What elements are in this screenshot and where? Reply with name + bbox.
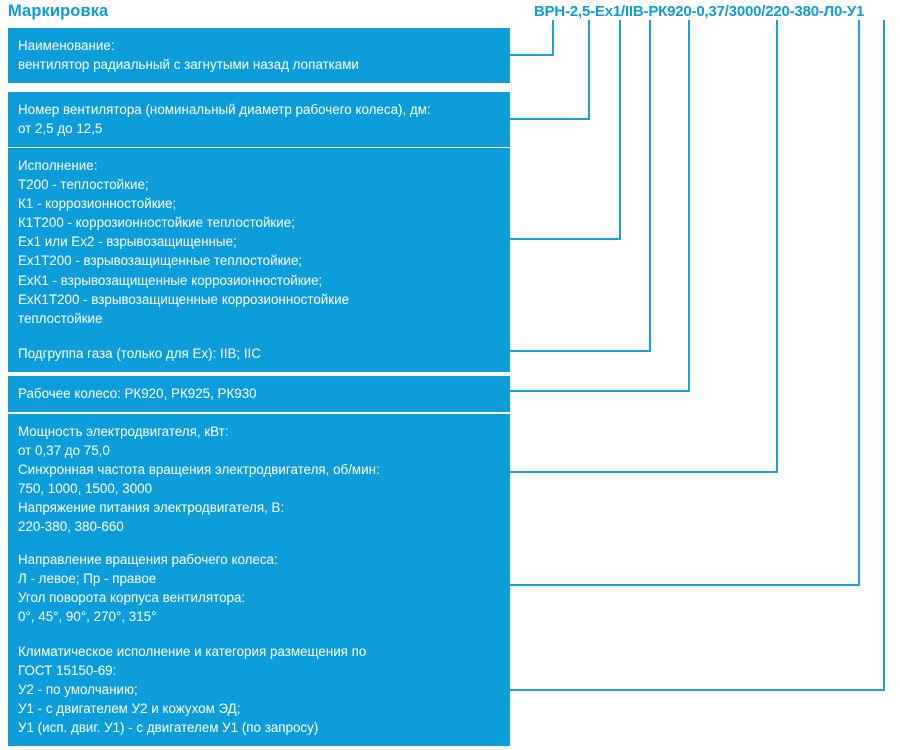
box-line: У2 - по умолчанию; [18, 682, 138, 698]
box-line: от 0,37 до 75,0 [18, 443, 110, 459]
box-line: Ex1 или Ex2 - взрывозащищенные; [18, 234, 237, 250]
connector-execution-type [510, 20, 621, 240]
box-rotation-direction: Направление вращения рабочего колеса: Л -… [8, 542, 510, 636]
box-line: Климатическое исполнение и категория раз… [18, 644, 367, 659]
box-line: ExК1 - взрывозащищенные коррозионностойк… [18, 272, 323, 288]
box-line: К1 - коррозионностойкие; [18, 196, 177, 212]
box-line: Направление вращения рабочего колеса: [18, 552, 278, 567]
connector-fan-number [510, 20, 590, 120]
box-gas-subgroup: Подгруппа газа (только для Ex): IIB; IIC [8, 336, 510, 373]
box-line: Напряжение питания электродвигателя, В: [18, 500, 285, 516]
box-climatic-version: Климатическое исполнение и категория раз… [8, 634, 510, 747]
box-line: Синхронная частота вращения электродвига… [18, 462, 380, 478]
box-line: Л - левое; Пр - правое [18, 571, 157, 587]
box-line: 0°, 45°, 90°, 270°, 315° [18, 609, 157, 625]
box-line: Подгруппа газа (только для Ex): IIB; IIC [18, 346, 261, 361]
box-impeller: Рабочее колесо: РК920, РК925, РК930 [8, 376, 510, 413]
box-line: Наименование: [18, 38, 115, 53]
connector-climatic-version [510, 20, 885, 691]
marking-code-string: ВРН-2,5-Ex1/IIB-РК920-0,37/3000/220-380-… [534, 3, 865, 20]
box-line: Угол поворота корпуса вентилятора: [18, 590, 246, 606]
box-line: У1 (исп. двиг. У1) - с двигателем У1 (по… [18, 720, 319, 736]
box-line: Исполнение: [18, 158, 98, 173]
box-execution-type: Исполнение: Т200 - теплостойкие; К1 - корр… [8, 148, 510, 337]
box-line: Ex1Т200 - взрывозащищенные теплостойкие; [18, 253, 303, 269]
box-line: К1Т200 - коррозионностойкие теплостойкие… [18, 215, 295, 231]
box-motor-power: Мощность электродвигателя, кВт: от 0,37 д… [8, 414, 510, 546]
box-line: Рабочее колесо: РК920, РК925, РК930 [18, 386, 257, 401]
box-line: вентилятор радиальный с загнутыми назад … [18, 57, 359, 73]
connector-designation [510, 20, 554, 56]
box-line: ExК1Т200 - взрывозащищенные коррозионнос… [18, 291, 350, 307]
box-line: Номер вентилятора (номинальный диаметр р… [18, 102, 431, 117]
box-line: Мощность электродвигателя, кВт: [18, 424, 229, 439]
connector-impeller [510, 20, 690, 392]
box-line: от 2,5 до 12,5 [18, 121, 103, 137]
box-line: 750, 1000, 1500, 3000 [18, 481, 153, 497]
box-line: У1 - с двигателем У2 и кожухом ЭД; [18, 701, 241, 717]
connector-motor-power [510, 20, 778, 473]
box-line: Т200 - теплостойкие; [18, 177, 149, 193]
connector-gas-subgroup [510, 20, 651, 352]
page-title: Маркировка [8, 2, 109, 20]
box-designation: Наименование: вентилятор радиальный с заг… [8, 28, 510, 84]
box-line: ГОСТ 15150-69: [18, 663, 117, 679]
connector-rotation-direction [510, 20, 860, 586]
box-fan-number: Номер вентилятора (номинальный диаметр р… [8, 92, 510, 148]
box-line: теплостойкие [18, 310, 103, 326]
box-line: 220-380, 380-660 [18, 519, 124, 535]
